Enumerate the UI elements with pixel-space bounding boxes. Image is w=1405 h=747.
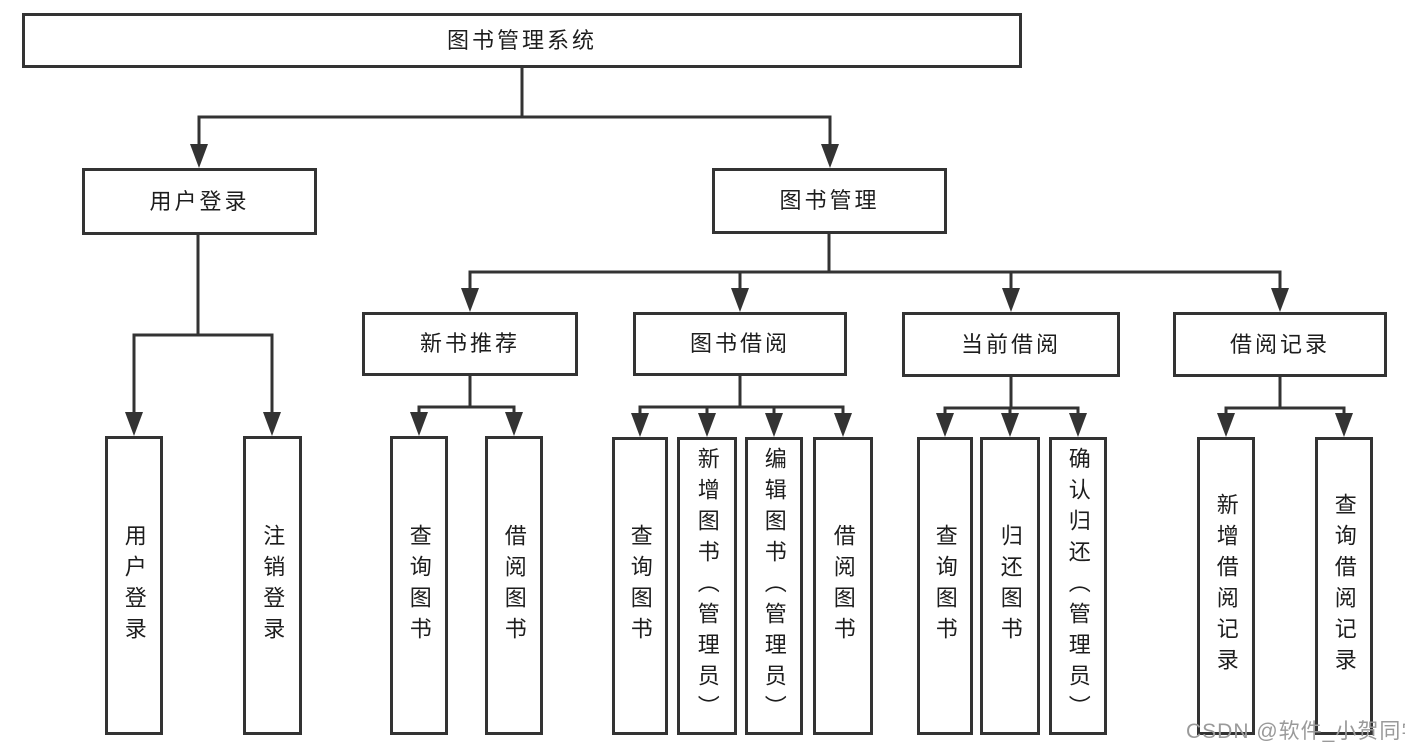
arrowhead-icon (821, 144, 839, 168)
node-cb-confirm-return-admin: 确认归还（管理员） (1049, 437, 1107, 735)
node-cb-query-books: 查询图书 (917, 437, 973, 735)
node-book-management: 图书管理 (712, 168, 947, 234)
node-current-borrowing: 当前借阅 (902, 312, 1120, 377)
connector-branch-6 (1217, 377, 1353, 437)
arrowhead-icon (1001, 413, 1019, 437)
arrowhead-icon (125, 412, 143, 436)
node-user-login: 用户登录 (82, 168, 317, 235)
connector-branch-1 (125, 234, 281, 436)
arrowhead-icon (698, 413, 716, 437)
arrowhead-icon (1335, 413, 1353, 437)
node-br-add-record: 新增借阅记录 (1197, 437, 1255, 735)
node-logout-leaf: 注销登录 (243, 436, 302, 735)
arrowhead-icon (505, 412, 523, 436)
arrowhead-icon (263, 412, 281, 436)
connector-branch-4 (631, 376, 852, 437)
node-cb-return-books: 归还图书 (980, 437, 1040, 735)
connector-branch-0 (190, 68, 839, 168)
node-bb-edit-books-admin: 编辑图书（管理员） (745, 437, 803, 735)
arrowhead-icon (190, 144, 208, 168)
connector-branch-3 (410, 376, 523, 436)
node-book-borrowing: 图书借阅 (633, 312, 847, 376)
arrowhead-icon (631, 413, 649, 437)
node-library-system: 图书管理系统 (22, 13, 1022, 68)
node-user-login-leaf: 用户登录 (105, 436, 163, 735)
arrowhead-icon (834, 413, 852, 437)
node-new-book-recommend: 新书推荐 (362, 312, 578, 376)
node-nbr-borrow-books: 借阅图书 (485, 436, 543, 735)
node-bb-query-books: 查询图书 (612, 437, 668, 735)
arrowhead-icon (1217, 413, 1235, 437)
arrowhead-icon (765, 413, 783, 437)
node-nbr-query-books: 查询图书 (390, 436, 448, 735)
arrowhead-icon (731, 288, 749, 312)
csdn-watermark: CSDN @软件_小贺同学 (1186, 720, 1405, 743)
arrowhead-icon (410, 412, 428, 436)
arrowhead-icon (1069, 413, 1087, 437)
connector-branch-2 (461, 234, 1289, 312)
arrowhead-icon (1271, 288, 1289, 312)
arrowhead-icon (1002, 288, 1020, 312)
arrowhead-icon (936, 413, 954, 437)
arrowhead-icon (461, 288, 479, 312)
node-bb-borrow-books: 借阅图书 (813, 437, 873, 735)
node-bb-add-books-admin: 新增图书（管理员） (677, 437, 737, 735)
connector-branch-5 (936, 377, 1087, 437)
node-borrowing-records: 借阅记录 (1173, 312, 1387, 377)
node-br-query-record: 查询借阅记录 (1315, 437, 1373, 735)
